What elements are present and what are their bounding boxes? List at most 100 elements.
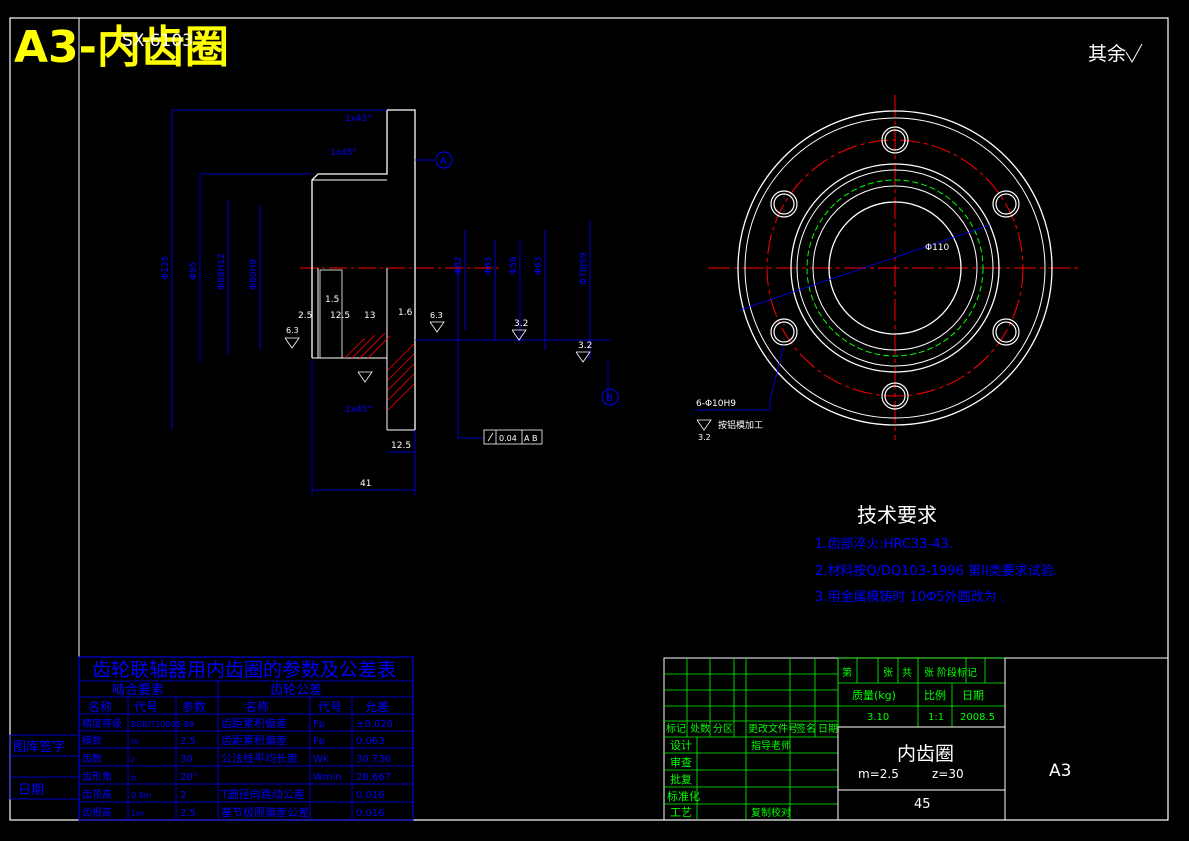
- chamfer-label-2: 1x45°: [330, 148, 357, 158]
- param-cell-r5-c0: 齿根高: [82, 806, 112, 819]
- tb-sheet-4: 张: [924, 667, 934, 679]
- flange-chamfer-circle: [744, 117, 1046, 419]
- tb-change-2: 处数: [690, 722, 710, 735]
- tb-part-name: 内齿圈: [897, 743, 954, 765]
- tb-scale-header: 比例: [924, 688, 946, 702]
- dim-1-5: 1.5: [325, 295, 339, 305]
- param-group-1: 啮合要素: [112, 683, 164, 698]
- tb-sheet-2: 张: [883, 667, 893, 679]
- hub-outline: [311, 110, 388, 268]
- front-roughness: 3.2: [698, 433, 711, 442]
- sheet-title: A3-内齿圈: [14, 22, 229, 73]
- front-roughness-icon: [696, 419, 712, 431]
- roughness-6-3-a: 6.3: [286, 326, 299, 335]
- param-cell-r3-c0: 齿形角: [82, 771, 112, 783]
- param-cell-r1-c1: m: [131, 737, 139, 746]
- param-group-2: 齿轮公差: [270, 683, 322, 698]
- tb-change-4: 更改文件号: [748, 722, 798, 735]
- param-cell-r4-c5: 0.016: [356, 790, 385, 801]
- tb-change-1: 标记: [666, 723, 686, 735]
- dim-13: 13: [364, 311, 375, 321]
- param-cell-r4-c3: T圆径向跳动公差: [220, 787, 305, 801]
- tb-paper-size: A3: [1049, 761, 1071, 781]
- tb-role-approve: 批复: [670, 772, 692, 786]
- tech-item-2: 2.材料按Q/DQ103-1996 第II类要求试验.: [815, 563, 1058, 579]
- param-col-3: 参数: [182, 699, 206, 714]
- tb-sheet-1: 第: [842, 666, 852, 679]
- param-cell-r0-c5: ±0.020: [356, 719, 393, 730]
- overlay-code: SX-6103: [122, 31, 193, 51]
- dim-12-5-bottom: 12.5: [391, 441, 411, 451]
- dia-label-88: Φ88H12: [217, 253, 227, 290]
- tooth-tip-circle: [812, 185, 978, 351]
- dia-label-82: Φ82: [454, 256, 464, 275]
- roughness-triangles: [284, 321, 591, 383]
- hole-note: 按铝模加工: [718, 419, 763, 431]
- runout-tolerance-frame: [483, 429, 543, 445]
- param-col-5: 代号: [318, 700, 342, 714]
- tb-scale-value: 1:1: [928, 712, 944, 723]
- tb-signer-1: 指导老师: [751, 739, 791, 752]
- param-cell-r3-c5: 28.667: [356, 772, 391, 783]
- param-cell-r2-c4: Wk: [313, 754, 329, 765]
- title-block: 第 张 共 张 阶段标记 质量(kg) 比例 日期 3.10 1:1 2008.…: [663, 657, 1169, 821]
- param-cell-r3-c1: α: [131, 773, 136, 782]
- tb-teeth-note: z=30: [932, 767, 964, 781]
- hub-chamfer-circle: [796, 169, 994, 367]
- param-cell-r1-c3: 齿距累积偏差: [221, 733, 287, 747]
- dim-3-2-b: 3.2: [578, 341, 592, 351]
- param-cell-r1-c0: 模数: [82, 734, 102, 747]
- tb-date-header: 日期: [962, 689, 984, 702]
- param-cell-r1-c5: 0.063: [356, 736, 385, 747]
- diameter-dimensions: [171, 109, 610, 495]
- flange-outline: [387, 109, 416, 268]
- param-cell-r0-c4: Fp: [313, 719, 325, 730]
- param-cell-r5-c1: 1m: [131, 809, 144, 818]
- dia-label-65: Φ65: [484, 256, 494, 275]
- side-label-date: 日期: [18, 783, 44, 798]
- datum-b-marker: [601, 388, 619, 406]
- param-cell-r1-c2: 2.5: [180, 736, 196, 747]
- datum-b-label: B: [606, 393, 613, 404]
- param-cell-r5-c5: 0.016: [356, 808, 385, 819]
- tb-role-design: 设计: [670, 739, 692, 752]
- tooth-root-circle: [806, 179, 984, 357]
- pcd-leader: [739, 224, 991, 311]
- param-cell-r5-c2: 2.5: [180, 808, 196, 819]
- dia-label-78: Φ78JS9: [579, 252, 589, 285]
- tb-mass-header: 质量(kg): [852, 689, 896, 702]
- tb-sheet-3: 共: [902, 667, 912, 679]
- param-cell-r4-c1: 0.8m: [131, 791, 152, 800]
- tb-mass-value: 3.10: [867, 712, 889, 723]
- tooth-profile: [319, 269, 343, 359]
- roughness-symbol-icon: [1125, 43, 1143, 63]
- datum-a-marker: [435, 151, 453, 169]
- bore-circle: [828, 201, 962, 335]
- flange-outer-circle: [737, 110, 1053, 426]
- dia-label-58: Φ58: [509, 256, 519, 275]
- tb-change-6: 日期: [818, 723, 838, 735]
- tb-role-review: 审查: [670, 755, 692, 769]
- dia-label-63: Φ63: [534, 256, 544, 275]
- tech-item-1: 1.齿部淬火:HRC33-43.: [815, 537, 953, 552]
- param-cell-r3-c2: 20°: [180, 772, 198, 783]
- runout-value: 0.04: [499, 434, 517, 443]
- param-cell-r2-c1: z: [131, 755, 135, 764]
- tb-role-standard: 标准化: [667, 789, 700, 803]
- param-cell-r1-c4: Fp: [313, 736, 325, 747]
- dia-label-80: Φ80H9: [249, 259, 259, 290]
- param-col-1: 名称: [88, 699, 112, 714]
- param-cell-r2-c5: 30.736: [356, 754, 391, 765]
- param-cell-r3-c4: Wmin: [313, 772, 342, 783]
- param-cell-r2-c0: 齿数: [82, 752, 102, 765]
- param-cell-r5-c3: 基节极限偏差公差: [221, 805, 309, 819]
- dim-12-5-top: 12.5: [330, 311, 350, 321]
- tb-module-note: m=2.5: [858, 767, 899, 781]
- runout-datum: A B: [524, 434, 538, 443]
- tb-change-3: 分区: [713, 723, 733, 735]
- hub-outer-circle: [790, 163, 1000, 373]
- tech-requirements: 技术要求 1.齿部淬火:HRC33-43. 2.材料按Q/DQ103-1996 …: [815, 503, 1058, 605]
- param-col-2: 代号: [134, 700, 158, 714]
